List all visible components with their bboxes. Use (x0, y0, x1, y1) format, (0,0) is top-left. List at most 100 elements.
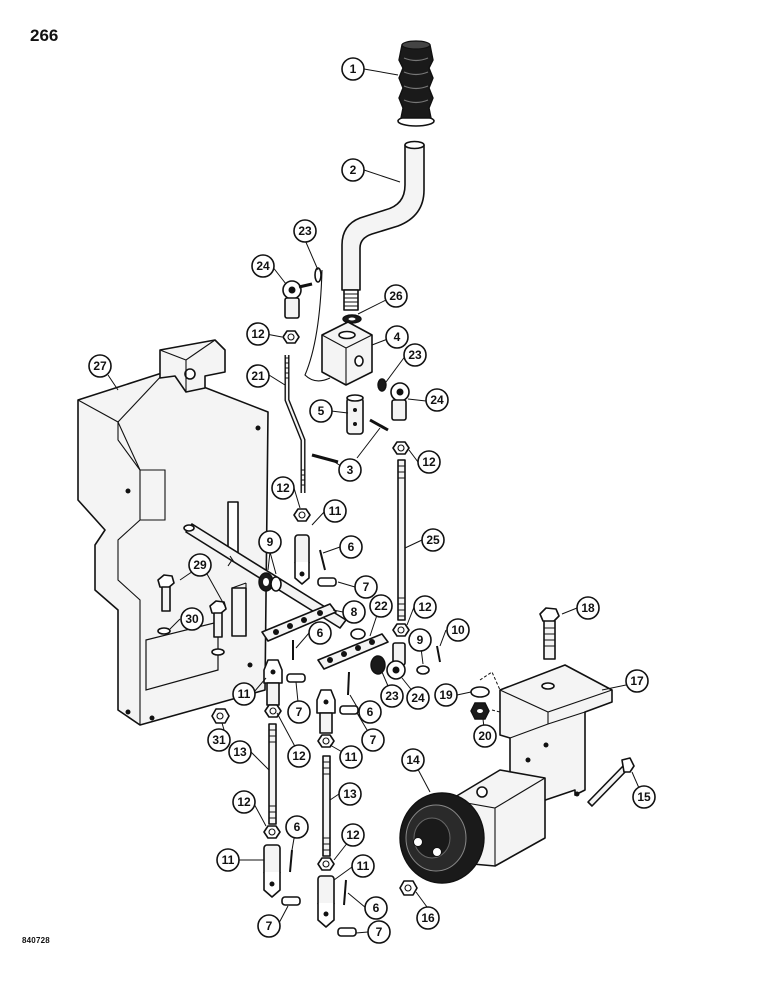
svg-text:7: 7 (376, 925, 383, 939)
svg-text:14: 14 (406, 753, 420, 767)
svg-text:12: 12 (237, 795, 251, 809)
callout-29: 29 (188, 553, 212, 577)
clevis-11-upper (294, 534, 310, 585)
nut-20 (470, 702, 490, 720)
callout-25: 25 (421, 528, 445, 552)
callout-6: 6 (364, 896, 388, 920)
housing-27 (77, 339, 269, 726)
shaft-5 (346, 394, 364, 435)
callout-11: 11 (351, 854, 375, 878)
svg-text:12: 12 (346, 828, 360, 842)
callout-24: 24 (425, 388, 449, 412)
callout-7: 7 (354, 575, 378, 599)
svg-text:12: 12 (418, 600, 432, 614)
svg-text:12: 12 (276, 481, 290, 495)
callout-11: 11 (232, 682, 256, 706)
callout-6: 6 (308, 621, 332, 645)
figure-code: 840728 (22, 936, 50, 945)
svg-text:26: 26 (389, 289, 403, 303)
svg-text:16: 16 (421, 911, 435, 925)
svg-text:2: 2 (350, 163, 357, 177)
callout-7: 7 (361, 728, 385, 752)
svg-text:22: 22 (374, 599, 388, 613)
bolt-18 (539, 607, 560, 660)
callout-27: 27 (88, 354, 112, 378)
callout-5: 5 (309, 399, 333, 423)
bushing-9-left (258, 572, 282, 592)
svg-text:25: 25 (426, 533, 440, 547)
callout-23: 23 (403, 343, 427, 367)
callout-9: 9 (408, 628, 432, 652)
washer-9-right (416, 665, 430, 675)
washer-26 (342, 314, 362, 324)
callout-7: 7 (257, 914, 281, 938)
callout-9: 9 (258, 530, 282, 554)
clevis-11-bottom-right (317, 875, 335, 928)
nut-31 (211, 708, 230, 724)
cotter-pin-6-mid-b (347, 671, 350, 696)
callout-11: 11 (339, 745, 363, 769)
svg-text:4: 4 (394, 330, 401, 344)
callout-8: 8 (342, 600, 366, 624)
washer-30 (157, 627, 171, 635)
lever-tube (341, 140, 425, 311)
callout-11: 11 (216, 848, 240, 872)
callout-7: 7 (367, 920, 391, 944)
callout-10: 10 (446, 618, 470, 642)
ball-joint-24-lower (386, 642, 406, 680)
clevis-11-left-lower (263, 659, 283, 706)
callout-3: 3 (338, 458, 362, 482)
svg-text:6: 6 (348, 540, 355, 554)
callout-4: 4 (385, 325, 409, 349)
callout-6: 6 (285, 815, 309, 839)
svg-text:11: 11 (345, 750, 358, 764)
svg-text:24: 24 (411, 691, 425, 705)
washer-23-top (314, 267, 322, 283)
svg-text:10: 10 (451, 623, 465, 637)
callout-18: 18 (576, 596, 600, 620)
callout-24: 24 (251, 254, 275, 278)
svg-text:24: 24 (256, 259, 270, 273)
callout-22: 22 (369, 594, 393, 618)
lever-plate-22 (317, 628, 389, 670)
svg-text:11: 11 (329, 504, 342, 518)
callouts: 1 2 23 24 26 12 4 27 21 23 5 24 3 12 12 … (88, 57, 656, 944)
callout-20: 20 (473, 724, 497, 748)
nut-12-upper (293, 508, 311, 522)
svg-text:27: 27 (93, 359, 107, 373)
svg-text:11: 11 (238, 687, 251, 701)
nut-12-top (282, 330, 300, 344)
washer-23-lower (370, 655, 386, 675)
ball-joint-24-right (390, 382, 410, 421)
callout-21: 21 (246, 364, 270, 388)
pin-3-a (369, 418, 389, 432)
callout-11: 11 (323, 499, 347, 523)
rod-21 (284, 355, 306, 493)
clevis-pin-7-left (286, 673, 306, 683)
svg-text:6: 6 (373, 901, 380, 915)
svg-text:11: 11 (222, 853, 235, 867)
nut-12-bottom-right (317, 857, 335, 871)
callout-13: 13 (338, 782, 362, 806)
callout-23: 23 (293, 219, 317, 243)
svg-text:13: 13 (233, 745, 247, 759)
cotter-pin-10 (436, 645, 441, 663)
wire-23 (304, 269, 331, 382)
callout-12: 12 (271, 476, 295, 500)
svg-text:7: 7 (296, 705, 303, 719)
callout-12: 12 (246, 322, 270, 346)
svg-text:13: 13 (343, 787, 357, 801)
valve-assembly-14 (399, 769, 546, 884)
callout-6: 6 (339, 535, 363, 559)
svg-text:23: 23 (385, 689, 399, 703)
nut-16 (399, 880, 418, 896)
svg-text:23: 23 (408, 348, 422, 362)
cotter-pin-6-upper (319, 549, 326, 571)
callout-24: 24 (406, 686, 430, 710)
callout-12: 12 (417, 450, 441, 474)
nut-12-center (317, 734, 335, 748)
callout-12: 12 (341, 823, 365, 847)
clevis-11-bottom-left (263, 844, 281, 898)
